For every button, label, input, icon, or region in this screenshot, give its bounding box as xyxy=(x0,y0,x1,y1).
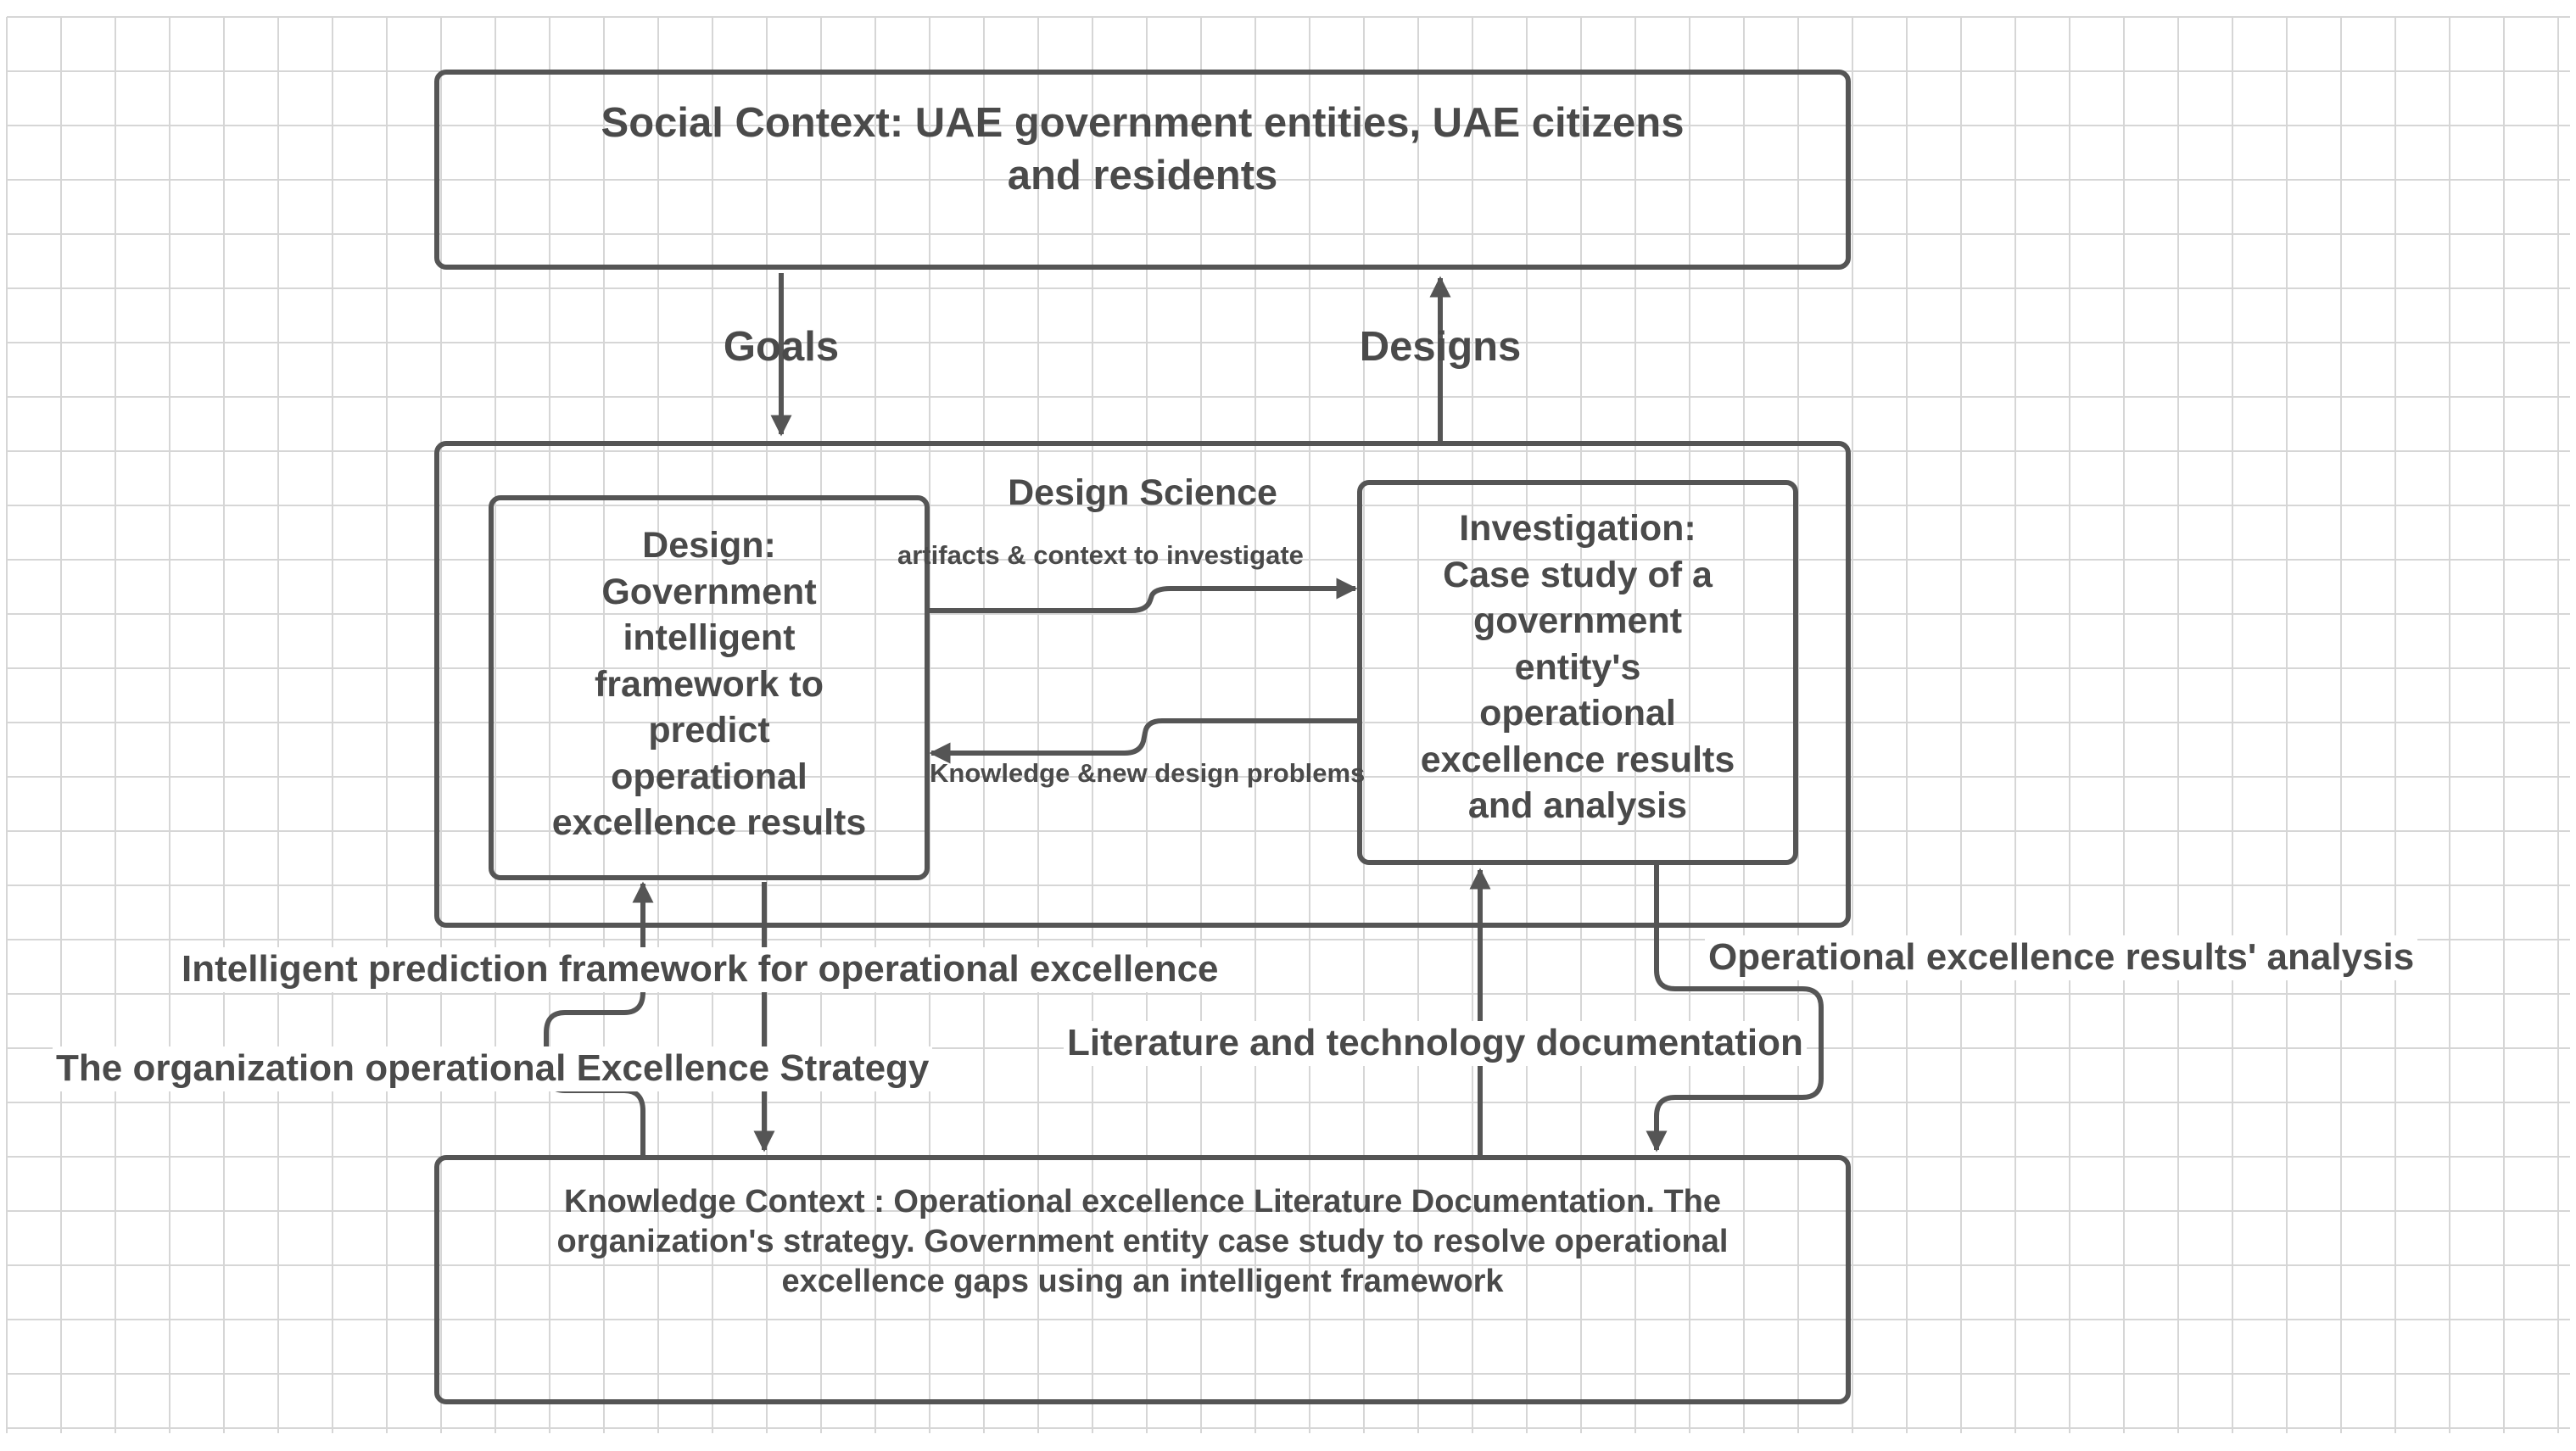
excellence-strategy-label: The organization operational Excellence … xyxy=(53,1046,933,1091)
design-box: Design: Government intelligent framework… xyxy=(489,495,930,880)
goals-label: Goals xyxy=(723,324,840,370)
literature-docs-label: Literature and technology documentation xyxy=(1064,1021,1807,1066)
artifacts-arrow xyxy=(928,578,1358,613)
design-box-text: Design: Government intelligent framework… xyxy=(551,525,867,843)
investigation-box-text: Investigation: Case study of a governmen… xyxy=(1420,508,1735,826)
social-context-box: Social Context: UAE government entities,… xyxy=(434,70,1851,270)
prediction-framework-label: Intelligent prediction framework for ope… xyxy=(178,947,1222,992)
design-science-box: Design Science xyxy=(434,441,1851,928)
design-science-title: Design Science xyxy=(1008,472,1277,513)
designs-label: Designs xyxy=(1359,324,1522,370)
knowledge-context-text: Knowledge Context : Operational excellen… xyxy=(556,1184,1729,1299)
results-analysis-label: Operational excellence results' analysis xyxy=(1705,935,2418,980)
social-context-text: Social Context: UAE government entities,… xyxy=(601,100,1685,198)
results-analysis-arrow xyxy=(1646,865,1824,1152)
knowledge-problems-label: Knowledge &new design problems xyxy=(930,758,1366,788)
knowledge-problems-arrow xyxy=(929,718,1361,764)
artifacts-label: artifacts & context to investigate xyxy=(897,540,1304,570)
investigation-box: Investigation: Case study of a governmen… xyxy=(1357,480,1798,865)
knowledge-context-box: Knowledge Context : Operational excellen… xyxy=(434,1155,1851,1404)
